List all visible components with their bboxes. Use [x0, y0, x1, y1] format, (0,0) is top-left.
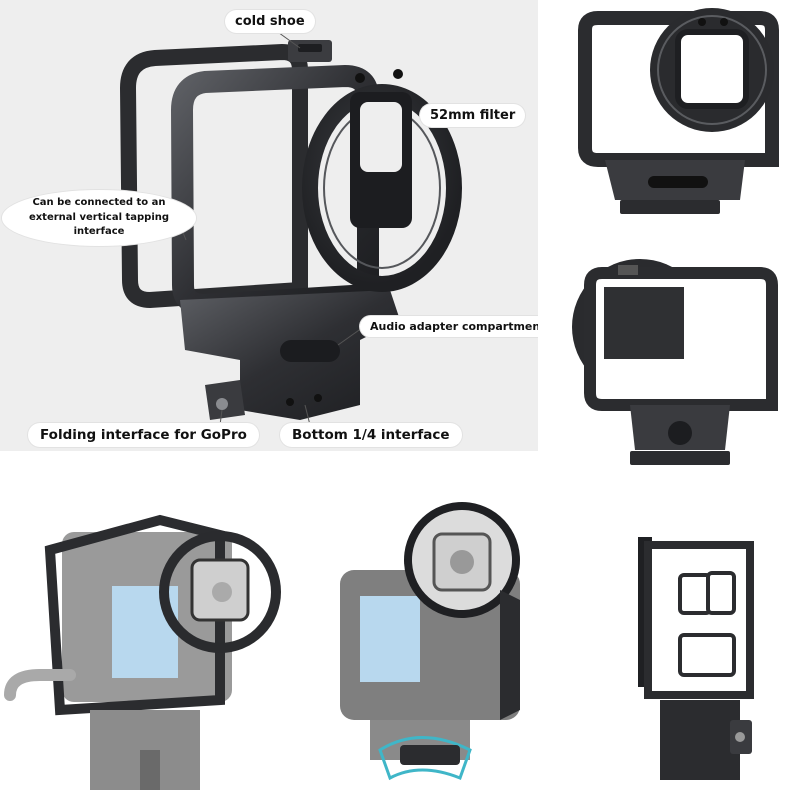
- audio-adapter-label: Audio adapter compartment: [370, 320, 538, 333]
- cold-shoe-label: cold shoe: [235, 14, 305, 29]
- front-view-panel: [560, 0, 800, 225]
- folding-interface-callout: Folding interface for GoPro: [28, 423, 259, 447]
- side-view-panel: [620, 525, 800, 800]
- bottom-interface-callout: Bottom 1/4 interface: [280, 423, 462, 447]
- audio-adapter-callout: Audio adapter compartment: [360, 316, 538, 337]
- usb-cable: [4, 669, 76, 701]
- rear-view-panel: [560, 255, 800, 475]
- bottom-interface-label: Bottom 1/4 interface: [292, 427, 450, 443]
- camera-cable-illustration: [4, 514, 281, 790]
- filter-label: 52mm filter: [430, 108, 516, 123]
- filter-callout: 52mm filter: [420, 104, 526, 127]
- vertical-interface-callout: Can be connected to an external vertical…: [2, 190, 196, 246]
- vertical-interface-line2: external vertical tapping interface: [28, 211, 170, 238]
- main-annotated-panel: cold shoe 52mm filter Can be connected t…: [0, 0, 538, 451]
- rear-view-illustration: [572, 259, 778, 465]
- front-view-illustration: [578, 8, 779, 214]
- audio-slot: [280, 340, 340, 362]
- cage-main-illustration: [119, 29, 462, 426]
- cold-shoe-callout: cold shoe: [225, 10, 315, 33]
- vertical-interface-line1: Can be connected to an: [32, 197, 166, 208]
- camera-folding-illustration: [340, 502, 520, 781]
- camera-folding-panel: [310, 500, 570, 800]
- folding-interface-label: Folding interface for GoPro: [40, 427, 247, 443]
- front-frame: [170, 64, 379, 317]
- side-view-illustration: [638, 537, 754, 780]
- camera-cable-panel: [0, 500, 290, 800]
- folding-motion-highlight: [378, 736, 472, 781]
